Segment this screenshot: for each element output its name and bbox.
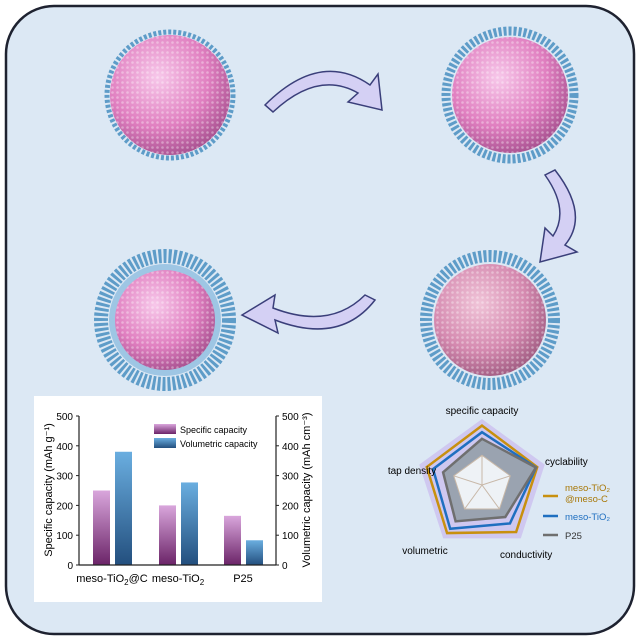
legend-meso-tio2-c-1: meso-TiO₂ <box>565 483 610 494</box>
y-axis-label: Specific capacity (mAh g⁻¹) <box>43 423 55 557</box>
bar-chart-background <box>34 396 322 602</box>
legend-volumetric: Volumetric capacity <box>180 439 258 449</box>
bar-specific-0 <box>93 490 110 565</box>
x-tick-label: meso-TiO2@C <box>76 573 147 587</box>
axis-label-volumetric: volumetric <box>402 546 448 557</box>
bar-volumetric-2 <box>246 540 263 565</box>
bar-volumetric-1 <box>181 482 198 565</box>
sphere-step-3 <box>420 250 560 390</box>
y2-tick-label: 200 <box>282 501 299 512</box>
y-tick-label: 400 <box>56 442 73 453</box>
radar-series-2 <box>441 437 538 523</box>
radar-spoke <box>453 475 483 486</box>
x-tick-label: P25 <box>233 573 253 585</box>
y-tick-label: 500 <box>56 412 73 423</box>
y-tick-label: 100 <box>56 531 73 542</box>
legend-specific: Specific capacity <box>180 425 248 435</box>
arrow-right-icon <box>263 70 383 114</box>
y-tick-label: 0 <box>67 561 73 572</box>
axis-label-tap-density: tap density <box>388 466 436 477</box>
sphere-step-2 <box>441 26 579 164</box>
radar-series-0 <box>425 424 539 535</box>
legend-meso-tio2: meso-TiO₂ <box>565 512 610 523</box>
legend-swatch-volumetric <box>154 438 176 448</box>
arrow-down-icon <box>539 169 579 264</box>
radar-spoke <box>481 475 511 486</box>
bar-specific-2 <box>224 515 241 565</box>
bar-volumetric-0 <box>115 451 132 565</box>
axis-label-specific-capacity: specific capacity <box>446 406 519 417</box>
axis-label-cyclability: cyclability <box>545 457 588 468</box>
radar-spoke <box>481 484 500 510</box>
arrow-left-icon <box>240 293 377 335</box>
y2-tick-label: 300 <box>282 472 299 483</box>
legend-swatch-specific <box>154 424 176 434</box>
legend-p25: P25 <box>565 531 582 542</box>
y2-tick-label: 0 <box>282 561 288 572</box>
sphere-step-4 <box>94 249 236 391</box>
y2-tick-label: 500 <box>282 412 299 423</box>
bar-chart: 0 0 100 100 200 200 300 300 400 400 500 500 Specifi… <box>34 396 322 602</box>
sphere-step-1 <box>104 29 236 161</box>
y2-tick-label: 400 <box>282 442 299 453</box>
y2-tick-label: 100 <box>282 531 299 542</box>
y-tick-label: 200 <box>56 501 73 512</box>
bar-specific-1 <box>159 505 176 565</box>
axis-label-conductivity: conductivity <box>500 550 552 561</box>
radar-chart: specific capacity cyclability conductivi… <box>388 406 611 561</box>
x-tick-label: meso-TiO2 <box>152 573 205 587</box>
radar-spoke <box>464 484 483 510</box>
y-tick-label: 300 <box>56 472 73 483</box>
y2-axis-label: Volumetric capacity (mAh cm⁻³) <box>301 413 313 568</box>
legend-meso-tio2-c-2: @meso-C <box>565 494 608 505</box>
